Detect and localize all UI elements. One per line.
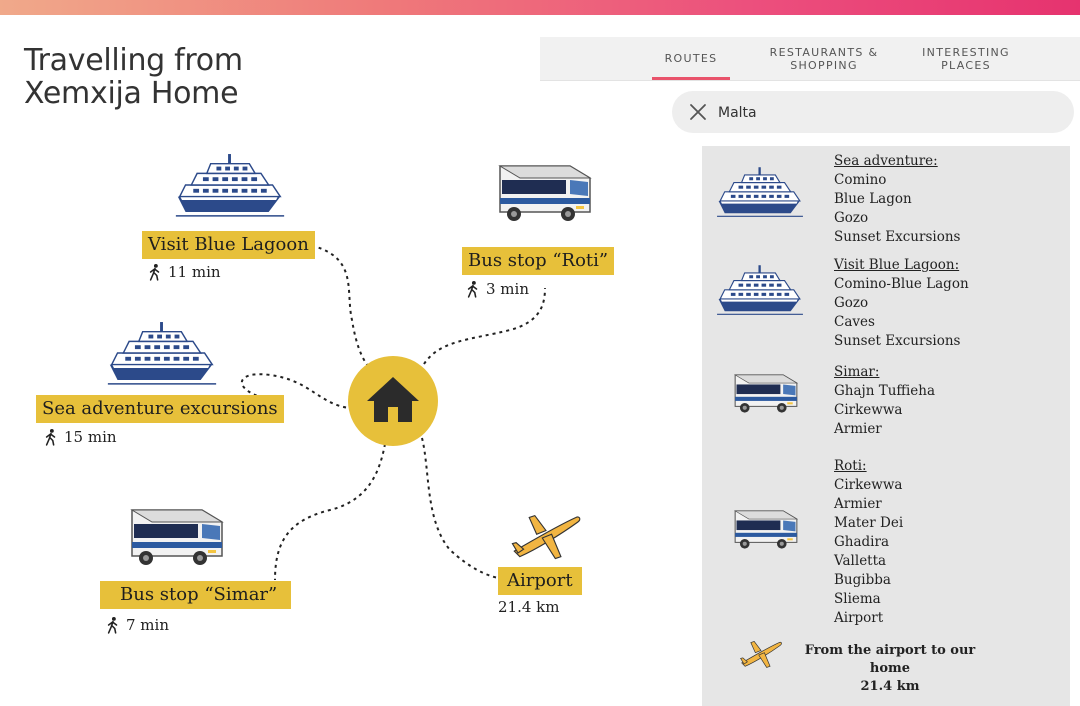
- airplane-icon: [508, 510, 584, 566]
- airport-note-line-2: 21.4 km: [860, 679, 920, 694]
- travel-time-bus-simar: 7 min: [106, 616, 169, 634]
- route-stop: Ghajn Tuffieha: [834, 383, 936, 399]
- ship-icon: [714, 262, 806, 316]
- connector-bus-simar: [274, 443, 386, 581]
- tab-interesting-label-2: PLACES: [941, 58, 991, 72]
- destination-label: Bus stop “Roti”: [468, 250, 609, 271]
- title-line-1: Travelling from: [24, 43, 243, 78]
- ship-icon: [104, 318, 220, 386]
- route-group-sea-adventure: Sea adventure: Comino Blue Lagon Gozo Su…: [834, 152, 960, 247]
- destination-label: Visit Blue Lagoon: [148, 234, 309, 255]
- walking-icon: [148, 263, 162, 281]
- destination-label: Bus stop “Simar”: [120, 584, 278, 605]
- connector-airport: [421, 437, 499, 579]
- ship-icon: [172, 150, 288, 218]
- bus-icon: [728, 504, 804, 552]
- destination-blue-lagoon[interactable]: Visit Blue Lagoon: [142, 231, 315, 259]
- tab-interesting-label-1: INTERESTING: [922, 45, 1010, 59]
- walking-icon: [466, 280, 480, 298]
- close-icon[interactable]: [688, 102, 708, 122]
- travel-time-sea-adventure: 15 min: [44, 428, 117, 446]
- route-stop: Comino-Blue Lagon: [834, 276, 969, 292]
- connector-blue-lagoon: [304, 243, 369, 367]
- travel-time-text: 11 min: [168, 263, 221, 281]
- route-stop: Ghadira: [834, 534, 889, 550]
- bus-icon: [490, 156, 600, 226]
- travel-time-bus-roti: 3 min: [466, 280, 529, 298]
- route-stop: Armier: [834, 421, 882, 437]
- route-group-blue-lagoon: Visit Blue Lagoon: Comino-Blue Lagon Goz…: [834, 256, 969, 351]
- route-group-roti: Roti: Cirkewwa Armier Mater Dei Ghadira …: [834, 457, 903, 628]
- route-stop: Comino: [834, 172, 887, 188]
- route-group-heading: Roti:: [834, 458, 867, 474]
- distance-text: 21.4 km: [498, 598, 560, 616]
- tab-bar: ROUTES RESTAURANTS & SHOPPING INTERESTIN…: [540, 37, 1080, 81]
- destination-bus-roti[interactable]: Bus stop “Roti”: [462, 247, 615, 275]
- tab-restaurants-shopping[interactable]: RESTAURANTS & SHOPPING: [762, 37, 886, 80]
- route-group-heading: Sea adventure:: [834, 153, 938, 169]
- walking-icon: [44, 428, 58, 446]
- route-stop: Sunset Excursions: [834, 229, 961, 245]
- route-group-heading: Simar:: [834, 364, 880, 380]
- route-stop: Caves: [834, 314, 875, 330]
- tab-interesting-places[interactable]: INTERESTING PLACES: [910, 37, 1022, 80]
- ship-icon: [714, 164, 806, 218]
- destination-sea-adventure[interactable]: Sea adventure excursions: [36, 395, 284, 423]
- search-bar: [672, 91, 1074, 133]
- route-stop: Armier: [834, 496, 882, 512]
- bus-icon: [728, 368, 804, 416]
- destination-label: Airport: [507, 570, 573, 591]
- travel-time-text: 3 min: [486, 280, 529, 298]
- route-connectors: [240, 243, 546, 581]
- destination-label: Sea adventure excursions: [42, 398, 278, 419]
- house-icon: [367, 377, 419, 422]
- top-accent-bar: [0, 0, 1080, 15]
- distance-airport: 21.4 km: [498, 598, 559, 616]
- route-stop: Mater Dei: [834, 515, 904, 531]
- route-stop: Bugibba: [834, 572, 891, 588]
- route-stop: Gozo: [834, 295, 869, 311]
- route-stop: Valletta: [834, 553, 887, 569]
- tab-routes[interactable]: ROUTES: [652, 37, 730, 80]
- travel-time-text: 15 min: [64, 428, 117, 446]
- tab-routes-label: ROUTES: [664, 52, 718, 65]
- airport-note-line-1: From the airport to our home: [804, 643, 976, 676]
- destination-airport[interactable]: Airport: [498, 567, 582, 595]
- page-title: Travelling from Xemxija Home: [24, 44, 243, 110]
- tab-restaurants-label-2: SHOPPING: [790, 58, 858, 72]
- home-marker[interactable]: [348, 356, 438, 446]
- destination-bus-simar[interactable]: Bus stop “Simar”: [100, 581, 292, 609]
- airplane-icon: [738, 638, 784, 672]
- routes-panel: Sea adventure: Comino Blue Lagon Gozo Su…: [702, 146, 1070, 706]
- bus-icon: [122, 500, 232, 570]
- travel-time-blue-lagoon: 11 min: [148, 263, 221, 281]
- route-group-heading: Visit Blue Lagoon:: [834, 257, 960, 273]
- route-stop: Cirkewwa: [834, 477, 903, 493]
- title-line-2: Xemxija Home: [24, 76, 239, 111]
- route-group-simar: Simar: Ghajn Tuffieha Cirkewwa Armier: [834, 363, 935, 439]
- walking-icon: [106, 616, 120, 634]
- route-stop: Blue Lagon: [834, 191, 912, 207]
- travel-time-text: 7 min: [126, 616, 169, 634]
- route-stop: Gozo: [834, 210, 869, 226]
- connector-bus-roti: [423, 287, 546, 365]
- tab-restaurants-label-1: RESTAURANTS &: [769, 45, 879, 59]
- search-input[interactable]: [716, 100, 1040, 126]
- route-stop: Sliema: [834, 591, 881, 607]
- airport-distance-note: From the airport to our home 21.4 km: [790, 642, 990, 696]
- route-stop: Cirkewwa: [834, 402, 903, 418]
- route-stop: Airport: [834, 610, 884, 626]
- route-stop: Sunset Excursions: [834, 333, 961, 349]
